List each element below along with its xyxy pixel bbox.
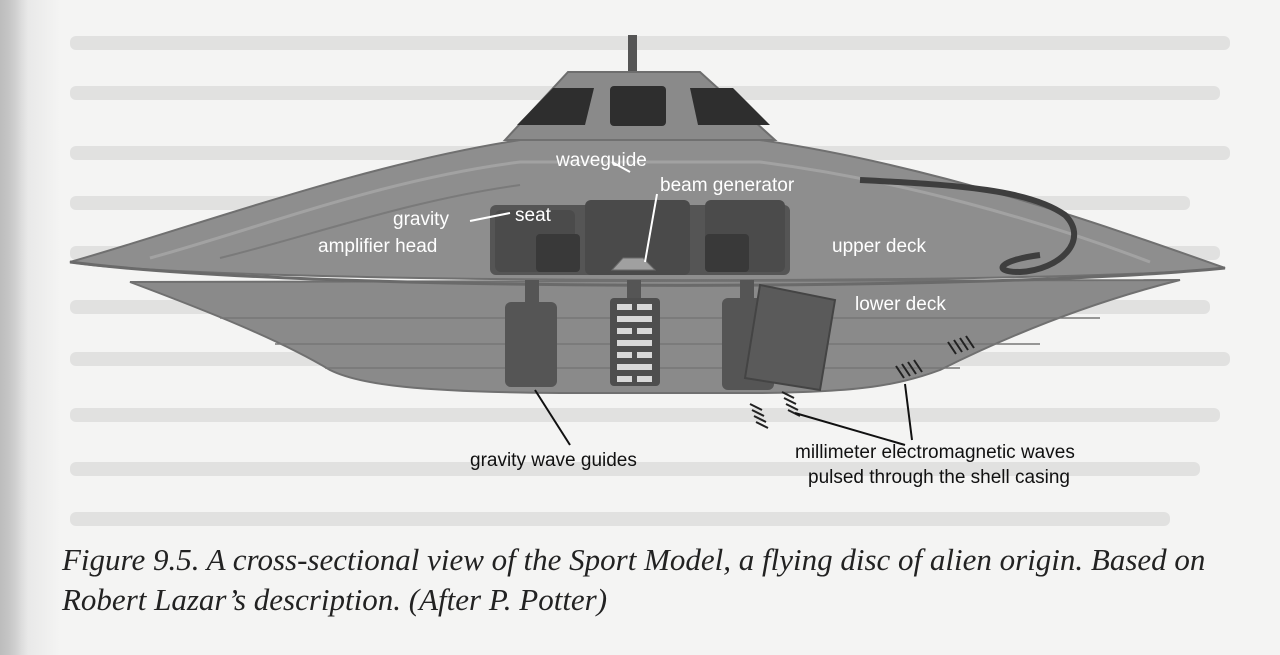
white-leader-lines — [469, 161, 658, 263]
upper-deck-wall — [149, 160, 1151, 264]
dome-window-right — [690, 88, 770, 125]
guide-grill — [617, 304, 652, 382]
seat-right — [705, 234, 749, 272]
gravity-wave-guide-left — [505, 302, 557, 387]
label-upper-deck: upper deck — [832, 236, 927, 257]
label-waveguide: waveguide — [555, 150, 647, 171]
upper-deck-wall-2 — [219, 184, 521, 259]
figure-caption: Figure 9.5. A cross-sectional view of th… — [62, 542, 1206, 617]
conduit-loop — [859, 177, 1078, 276]
flying-disc-diagram: waveguide beam generator gravity amplifi… — [69, 35, 1226, 488]
label-gravity: gravity — [393, 209, 449, 230]
label-beam-generator: beam generator — [660, 175, 795, 196]
gravity-wave-guide-neck-left — [525, 280, 539, 302]
black-leader-lines — [534, 383, 913, 446]
wave-emissions — [749, 335, 975, 429]
tilted-guide — [743, 283, 837, 392]
label-gravity-wave-guides: gravity wave guides — [470, 450, 637, 471]
gravity-wave-guide-neck-right — [740, 280, 754, 302]
dome-window-left — [517, 88, 594, 125]
label-mm-waves-line2: pulsed through the shell casing — [808, 467, 1070, 488]
gravity-wave-guide-neck-center — [627, 280, 641, 298]
dome-window-center — [610, 86, 666, 126]
label-mm-waves-line1: millimeter electromagnetic waves — [795, 442, 1075, 463]
seat-left — [536, 234, 580, 272]
reactor-housing — [585, 200, 690, 275]
label-seat: seat — [515, 205, 552, 226]
label-lower-deck: lower deck — [855, 294, 946, 315]
page-shadow-inner — [0, 0, 28, 655]
deck-rim — [69, 260, 1226, 287]
label-amplifier-head: amplifier head — [318, 236, 437, 257]
